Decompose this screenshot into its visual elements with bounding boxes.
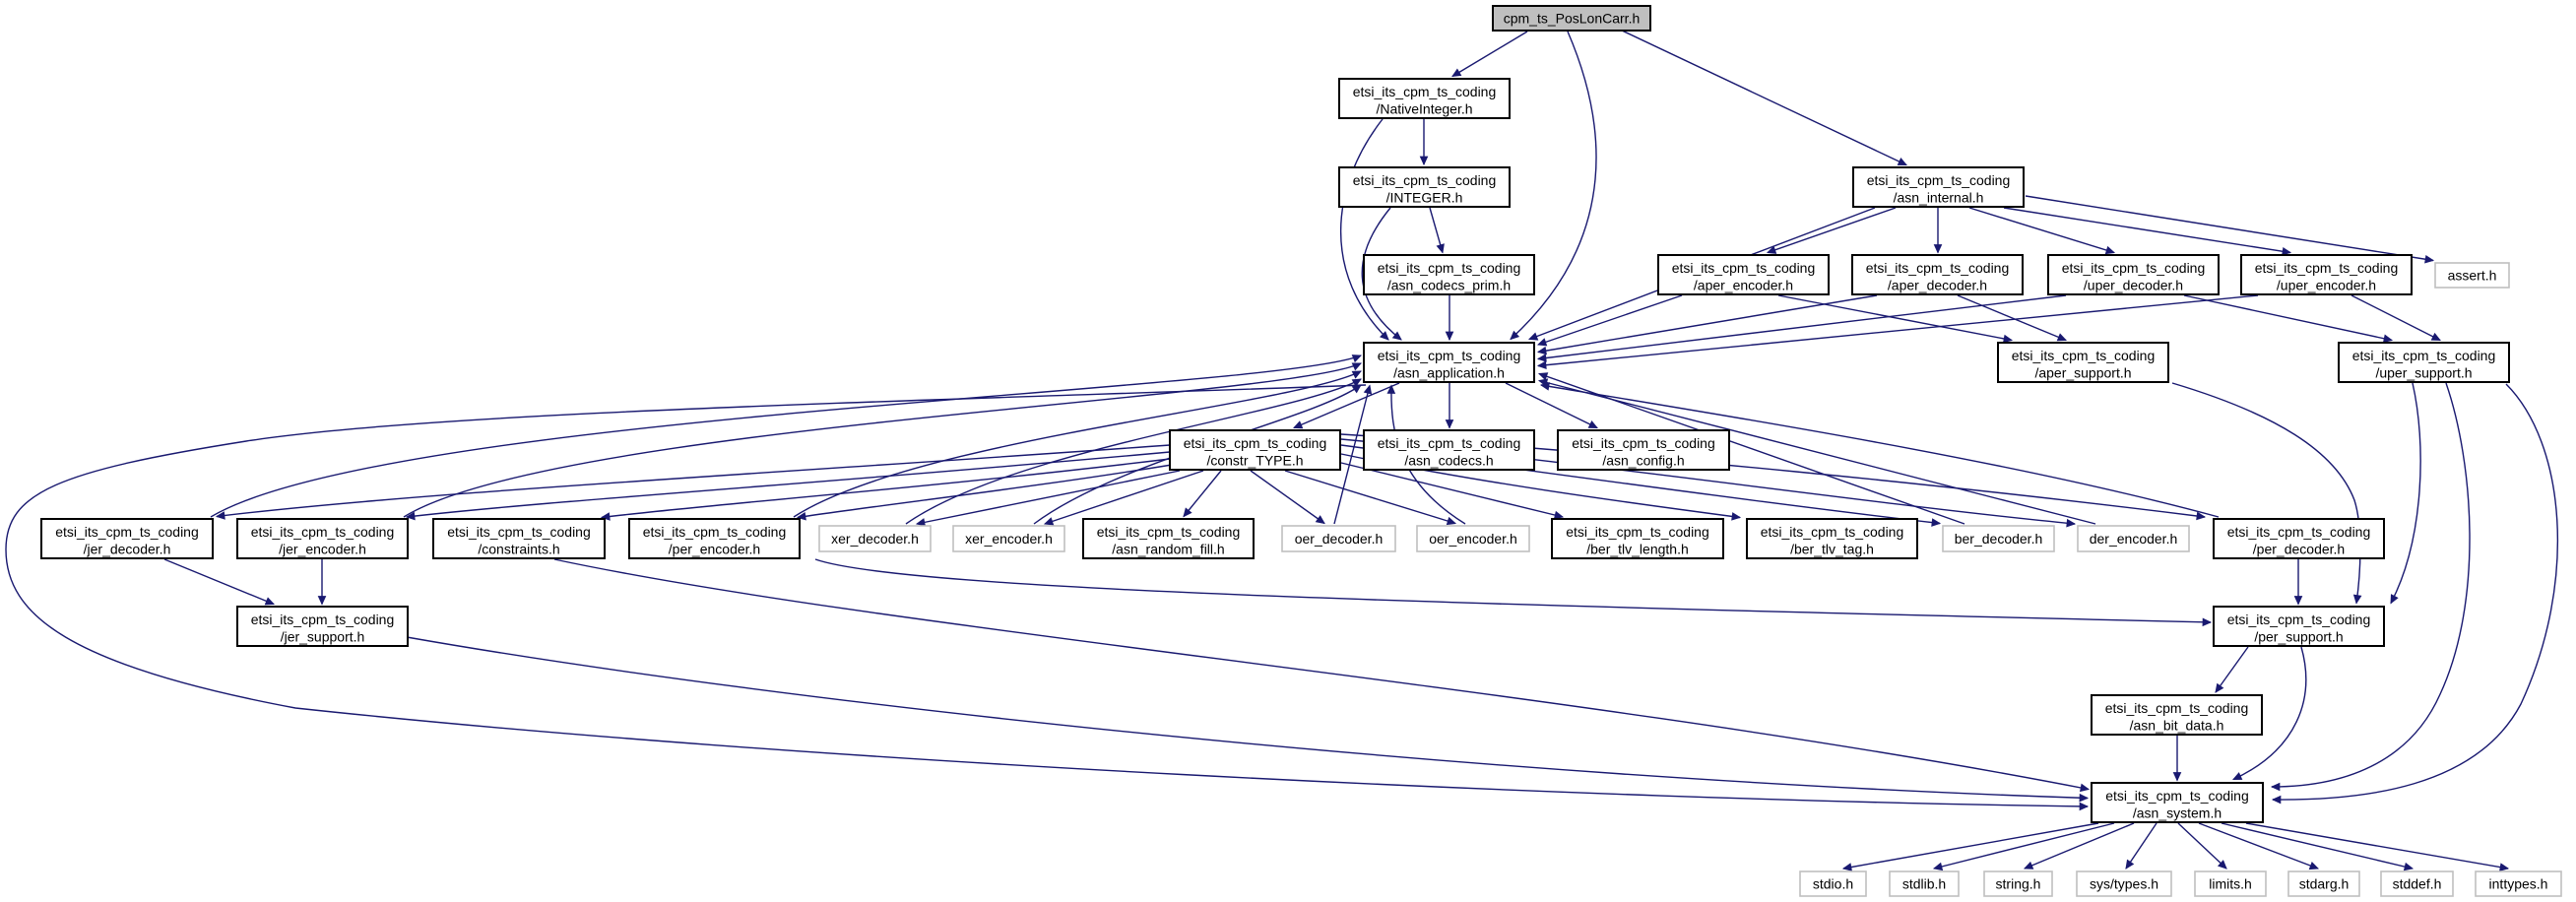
svg-text:/constr_TYPE.h: /constr_TYPE.h — [1206, 453, 1303, 469]
svg-text:etsi_its_cpm_ts_coding: etsi_its_cpm_ts_coding — [447, 524, 591, 540]
svg-text:stdio.h: stdio.h — [1813, 876, 1853, 892]
svg-text:etsi_its_cpm_ts_coding: etsi_its_cpm_ts_coding — [1761, 524, 1904, 540]
svg-text:/asn_config.h: /asn_config.h — [1602, 453, 1684, 469]
svg-text:etsi_its_cpm_ts_coding: etsi_its_cpm_ts_coding — [2012, 348, 2156, 363]
svg-text:stdlib.h: stdlib.h — [1902, 876, 1946, 892]
svg-text:/aper_encoder.h: /aper_encoder.h — [1694, 278, 1793, 293]
svg-text:etsi_its_cpm_ts_coding: etsi_its_cpm_ts_coding — [2105, 788, 2249, 804]
svg-text:etsi_its_cpm_ts_coding: etsi_its_cpm_ts_coding — [1572, 435, 1715, 451]
svg-text:etsi_its_cpm_ts_coding: etsi_its_cpm_ts_coding — [1672, 260, 1816, 276]
svg-text:etsi_its_cpm_ts_coding: etsi_its_cpm_ts_coding — [251, 612, 395, 627]
svg-text:/aper_support.h: /aper_support.h — [2034, 365, 2131, 381]
svg-text:/asn_codecs.h: /asn_codecs.h — [1404, 453, 1493, 469]
svg-text:etsi_its_cpm_ts_coding: etsi_its_cpm_ts_coding — [1353, 84, 1497, 99]
svg-text:xer_encoder.h: xer_encoder.h — [965, 531, 1053, 547]
svg-text:oer_decoder.h: oer_decoder.h — [1295, 531, 1384, 547]
svg-text:etsi_its_cpm_ts_coding: etsi_its_cpm_ts_coding — [1184, 435, 1327, 451]
svg-text:/uper_encoder.h: /uper_encoder.h — [2277, 278, 2376, 293]
svg-text:oer_encoder.h: oer_encoder.h — [1429, 531, 1517, 547]
svg-text:/asn_bit_data.h: /asn_bit_data.h — [2130, 718, 2224, 734]
svg-text:etsi_its_cpm_ts_coding: etsi_its_cpm_ts_coding — [1866, 260, 2010, 276]
svg-text:string.h: string.h — [1996, 876, 2041, 892]
svg-text:etsi_its_cpm_ts_coding: etsi_its_cpm_ts_coding — [2105, 700, 2249, 716]
svg-text:/ber_tlv_length.h: /ber_tlv_length.h — [1586, 542, 1689, 557]
svg-text:stddef.h: stddef.h — [2393, 876, 2442, 892]
svg-text:/per_encoder.h: /per_encoder.h — [669, 542, 760, 557]
svg-text:etsi_its_cpm_ts_coding: etsi_its_cpm_ts_coding — [643, 524, 787, 540]
svg-text:stdarg.h: stdarg.h — [2299, 876, 2350, 892]
svg-text:etsi_its_cpm_ts_coding: etsi_its_cpm_ts_coding — [1097, 524, 1241, 540]
svg-text:etsi_its_cpm_ts_coding: etsi_its_cpm_ts_coding — [1867, 172, 2011, 188]
svg-text:etsi_its_cpm_ts_coding: etsi_its_cpm_ts_coding — [2352, 348, 2496, 363]
svg-text:xer_decoder.h: xer_decoder.h — [831, 531, 919, 547]
svg-text:etsi_its_cpm_ts_coding: etsi_its_cpm_ts_coding — [2227, 524, 2371, 540]
svg-text:ber_decoder.h: ber_decoder.h — [1955, 531, 2043, 547]
svg-text:/per_decoder.h: /per_decoder.h — [2253, 542, 2345, 557]
svg-text:etsi_its_cpm_ts_coding: etsi_its_cpm_ts_coding — [1378, 348, 1521, 363]
svg-text:sys/types.h: sys/types.h — [2090, 876, 2158, 892]
svg-text:/INTEGER.h: /INTEGER.h — [1386, 190, 1463, 206]
svg-text:assert.h: assert.h — [2448, 268, 2497, 284]
svg-text:der_encoder.h: der_encoder.h — [2090, 531, 2178, 547]
svg-text:/uper_support.h: /uper_support.h — [2375, 365, 2472, 381]
svg-text:/per_support.h: /per_support.h — [2254, 629, 2343, 645]
svg-text:/jer_support.h: /jer_support.h — [281, 629, 365, 645]
svg-text:etsi_its_cpm_ts_coding: etsi_its_cpm_ts_coding — [2255, 260, 2399, 276]
svg-text:etsi_its_cpm_ts_coding: etsi_its_cpm_ts_coding — [2227, 612, 2371, 627]
svg-text:etsi_its_cpm_ts_coding: etsi_its_cpm_ts_coding — [1378, 260, 1521, 276]
svg-text:/aper_decoder.h: /aper_decoder.h — [1888, 278, 1987, 293]
svg-text:/ber_tlv_tag.h: /ber_tlv_tag.h — [1790, 542, 1874, 557]
svg-text:cpm_ts_PosLonCarr.h: cpm_ts_PosLonCarr.h — [1504, 11, 1641, 27]
svg-text:limits.h: limits.h — [2209, 876, 2252, 892]
svg-text:etsi_its_cpm_ts_coding: etsi_its_cpm_ts_coding — [1378, 435, 1521, 451]
svg-text:inttypes.h: inttypes.h — [2489, 876, 2548, 892]
svg-text:etsi_its_cpm_ts_coding: etsi_its_cpm_ts_coding — [2062, 260, 2206, 276]
svg-text:/asn_application.h: /asn_application.h — [1393, 365, 1505, 381]
svg-text:/asn_codecs_prim.h: /asn_codecs_prim.h — [1387, 278, 1511, 293]
svg-text:/asn_internal.h: /asn_internal.h — [1894, 190, 1984, 206]
svg-text:etsi_its_cpm_ts_coding: etsi_its_cpm_ts_coding — [251, 524, 395, 540]
svg-text:/uper_decoder.h: /uper_decoder.h — [2084, 278, 2183, 293]
svg-text:/constraints.h: /constraints.h — [478, 542, 559, 557]
svg-text:etsi_its_cpm_ts_coding: etsi_its_cpm_ts_coding — [1566, 524, 1709, 540]
svg-text:/jer_decoder.h: /jer_decoder.h — [84, 542, 171, 557]
svg-text:etsi_its_cpm_ts_coding: etsi_its_cpm_ts_coding — [55, 524, 199, 540]
svg-text:/asn_random_fill.h: /asn_random_fill.h — [1112, 542, 1224, 557]
svg-text:etsi_its_cpm_ts_coding: etsi_its_cpm_ts_coding — [1353, 172, 1497, 188]
svg-text:/jer_encoder.h: /jer_encoder.h — [279, 542, 366, 557]
svg-text:/NativeInteger.h: /NativeInteger.h — [1376, 101, 1472, 117]
svg-text:/asn_system.h: /asn_system.h — [2133, 805, 2222, 821]
